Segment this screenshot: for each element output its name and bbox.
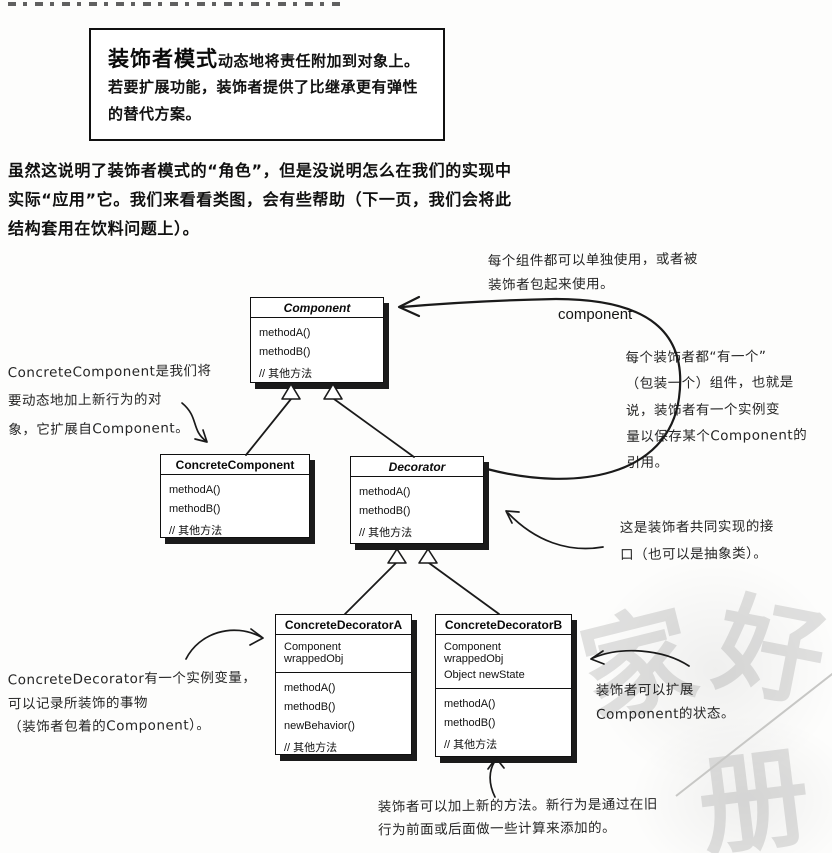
class-methods: methodA() methodB() // 其他方法 — [351, 477, 483, 548]
method: methodB() — [444, 716, 496, 729]
method: methodB() — [284, 700, 336, 713]
annotation-instance-variable: ConcreteDecorator有一个实例变量， 可以记录所装饰的事物 （装饰… — [7, 669, 257, 736]
class-title: Decorator — [351, 457, 483, 477]
method: // 其他方法 — [284, 741, 338, 754]
class-title: ConcreteDecoratorB — [436, 615, 571, 635]
method: methodA() — [444, 697, 496, 710]
field: Component wrappedObj — [284, 641, 344, 665]
class-methods: methodA() methodB() newBehavior() // 其他方… — [276, 673, 411, 763]
uml-class-component: Component methodA() methodB() // 其他方法 — [250, 297, 384, 383]
annotation-concrete-component: ConcreteComponent是我们将 要动态地加上新行为的对 象，它扩展自… — [7, 363, 212, 438]
method: methodA() — [359, 485, 411, 498]
class-title: ConcreteDecoratorA — [276, 615, 411, 635]
annotation-new-methods: 装饰者可以加上新的方法。新行为是通过在旧 行为前面或后面做一些计算来添加的。 — [377, 796, 658, 839]
inheritance-line — [428, 562, 500, 615]
method: methodA() — [169, 483, 221, 496]
method: // 其他方法 — [259, 367, 313, 380]
pattern-definition-box: 装饰者模式动态地将责任附加到对象上。若要扩展功能，装饰者提供了比继承更有弹性的替… — [89, 28, 445, 141]
pattern-definition-body: 动态地将责任附加到对象上。若要扩展功能，装饰者提供了比继承更有弹性的替代方案。 — [108, 52, 420, 123]
field: Object newState — [444, 669, 525, 681]
method: methodA() — [284, 681, 336, 694]
association-arrowhead — [397, 295, 421, 318]
clipped-text-fragment — [8, 2, 344, 6]
inheritance-line — [344, 562, 397, 615]
inheritance-triangle-icon — [387, 548, 407, 564]
hand-arrow-line — [489, 760, 496, 798]
uml-class-concrete-decorator-b: ConcreteDecoratorB Component wrappedObj … — [435, 614, 572, 757]
uml-class-concrete-decorator-a: ConcreteDecoratorA Component wrappedObj … — [275, 614, 412, 755]
class-fields: Component wrappedObj — [276, 635, 411, 673]
method: methodB() — [259, 345, 311, 358]
class-methods: methodA() methodB() // 其他方法 — [436, 689, 571, 760]
hand-arrow-line — [507, 512, 604, 550]
class-fields: Component wrappedObj Object newState — [436, 635, 571, 689]
uml-class-concrete-component: ConcreteComponent methodA() methodB() //… — [160, 454, 310, 538]
class-methods: methodA() methodB() // 其他方法 — [161, 475, 309, 546]
association-label: component — [558, 306, 633, 323]
watermark-blob — [590, 555, 832, 785]
intro-paragraph: 虽然这说明了装饰者模式的“角色”，但是没说明怎么在我们的实现中 实际“应用”它。… — [8, 161, 512, 238]
method: // 其他方法 — [359, 526, 413, 539]
pattern-definition-title: 装饰者模式 — [108, 47, 218, 71]
method: // 其他方法 — [169, 524, 223, 537]
method: methodB() — [359, 504, 411, 517]
method: methodA() — [259, 326, 311, 339]
hand-arrowhead — [505, 510, 520, 524]
method: newBehavior() — [284, 719, 355, 732]
annotation-common-interface: 这是装饰者共同实现的接 口（也可以是抽象类）。 — [619, 518, 774, 564]
method: methodB() — [169, 502, 221, 515]
inheritance-line — [245, 398, 292, 456]
inheritance-line — [333, 398, 415, 458]
inheritance-triangle-icon — [418, 548, 438, 564]
class-methods: methodA() methodB() // 其他方法 — [251, 318, 383, 389]
method: // 其他方法 — [444, 738, 498, 751]
uml-class-decorator: Decorator methodA() methodB() // 其他方法 — [350, 456, 484, 544]
annotation-extend-state: 装饰者可以扩展 Component的状态。 — [595, 681, 736, 724]
hand-arrowhead — [249, 628, 264, 646]
annotation-component-usage: 每个组件都可以单独使用，或者被 装饰者包起来使用。 — [487, 251, 698, 294]
field: Component wrappedObj — [444, 641, 504, 665]
class-title: Component — [251, 298, 383, 318]
annotation-decorator-has-a: 每个装饰者都“有一个” （包装一个）组件，也就是 说，装饰者有一个实例变 量以保… — [625, 348, 808, 472]
class-title: ConcreteComponent — [161, 455, 309, 475]
hand-arrow-line — [185, 629, 262, 660]
